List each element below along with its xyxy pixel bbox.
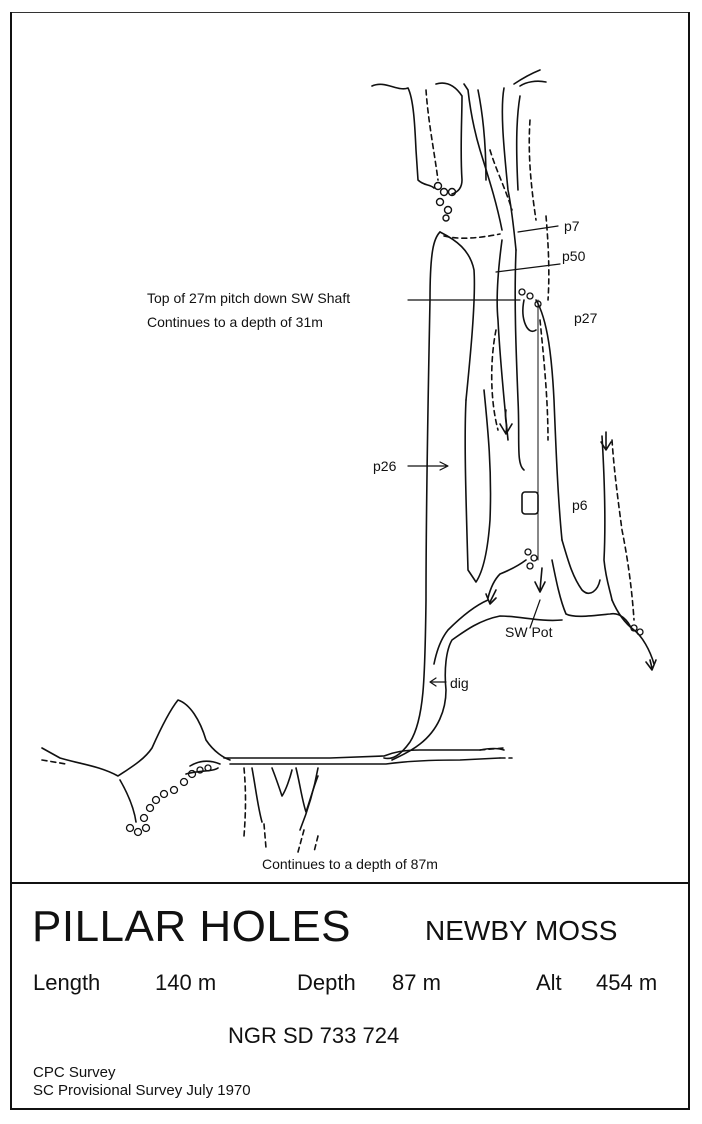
lower-shaft-3 — [271, 767, 293, 797]
bottom-passage-bottom-wall — [229, 757, 501, 765]
right-dashed-1 — [489, 149, 513, 211]
entrance-shaft-right-wall — [435, 82, 463, 195]
right-entrance-wall-1 — [463, 83, 503, 231]
far-right-arrow — [645, 659, 657, 671]
label-bottom-note: Continues to a depth of 87m — [262, 856, 438, 872]
label-shaft-note-2: Continues to a depth of 31m — [147, 314, 323, 330]
top-border-line — [10, 12, 690, 13]
sw-pot-floor — [551, 559, 633, 631]
sw-shaft-dashed-left — [490, 329, 499, 431]
label-p26: p26 — [373, 458, 397, 474]
label-p50: p50 — [562, 248, 586, 264]
label-p6: p6 — [572, 497, 588, 513]
alt-label: Alt — [536, 970, 562, 995]
left-chamber-dashed — [41, 759, 67, 765]
right-entrance-wall-3 — [513, 69, 541, 85]
alt-value: 454 m — [596, 970, 658, 995]
sw-shaft-left-wall — [496, 239, 509, 441]
lower-shaft-2-dash — [263, 823, 267, 849]
survey-area: NEWBY MOSS — [425, 915, 618, 946]
leader-sw-pot — [529, 599, 541, 629]
entrance-dashed-wall — [425, 89, 439, 181]
boulders-sw-pot — [524, 548, 538, 570]
lower-passage-floor — [391, 615, 563, 761]
sw-shaft-inner-2 — [522, 299, 537, 333]
p6-dashed — [611, 439, 635, 621]
entrance-shaft-left-wall — [371, 83, 435, 189]
depth-value: 87 m — [392, 970, 441, 995]
credit-line-1: CPC Survey — [33, 1064, 116, 1081]
leader-p7 — [517, 225, 559, 233]
right-entrance-wall-6 — [515, 95, 521, 191]
title-block-divider — [10, 882, 690, 884]
lower-shaft-1 — [243, 767, 247, 837]
p6-passage-left — [561, 539, 601, 595]
bottom-passage-dashed-right — [479, 747, 513, 759]
pillar-outline — [464, 389, 492, 583]
main-shaft-left-wall — [383, 231, 441, 760]
right-dashed-2 — [528, 119, 537, 221]
sw-shaft-inner-1 — [514, 249, 525, 471]
sw-shaft-arrow — [499, 409, 513, 435]
right-dashed-3 — [545, 215, 550, 301]
label-p27: p27 — [574, 310, 598, 326]
sw-shaft-right-wall — [535, 299, 563, 541]
lower-left-arrow — [485, 589, 497, 605]
depth-label: Depth — [297, 970, 356, 995]
far-right-wall — [611, 599, 655, 665]
sw-shaft-dashed-right — [539, 319, 549, 441]
lower-shaft-2 — [251, 767, 263, 823]
credit-line-2: SC Provisional Survey July 1970 — [33, 1082, 251, 1099]
right-entrance-wall-2 — [477, 89, 487, 181]
right-entrance-wall-4 — [501, 87, 517, 251]
right-entrance-wall-5 — [519, 80, 547, 87]
label-dig: dig — [450, 675, 469, 691]
left-chamber-lower-wall — [119, 779, 137, 823]
length-label: Length — [33, 970, 101, 995]
left-chamber-outline — [41, 699, 231, 777]
label-p7: p7 — [564, 218, 580, 234]
p6-arrow-top — [600, 431, 612, 451]
boulders-sw-shaft — [518, 288, 542, 308]
leader-p26 — [407, 461, 449, 471]
sw-pot-arrow — [534, 567, 546, 593]
grid-reference: NGR SD 733 724 — [228, 1023, 400, 1048]
bottom-passage-top-wall — [223, 747, 505, 759]
length-value: 140 m — [155, 970, 217, 995]
lower-shaft-5 — [299, 767, 319, 831]
boulders-left-chamber — [125, 764, 212, 837]
lower-shaft-5-dash — [297, 829, 319, 853]
leader-dig — [429, 677, 447, 687]
sw-pot-upper-wall — [487, 559, 527, 599]
boulder-block — [521, 491, 539, 515]
lower-shaft-4 — [295, 767, 319, 813]
p6-passage-right — [601, 435, 613, 601]
survey-title: PILLAR HOLES — [32, 902, 352, 951]
lower-passage-roof — [433, 599, 489, 665]
left-chamber-inner — [185, 760, 221, 775]
upper-dashed-link — [443, 233, 501, 239]
leader-p50 — [495, 263, 561, 273]
label-sw-pot: SW Pot — [505, 624, 553, 640]
main-shaft-right-wall — [439, 231, 476, 401]
survey-frame — [10, 12, 690, 1110]
boulder-choke-top — [433, 181, 457, 222]
label-shaft-note-1: Top of 27m pitch down SW Shaft — [147, 290, 351, 306]
